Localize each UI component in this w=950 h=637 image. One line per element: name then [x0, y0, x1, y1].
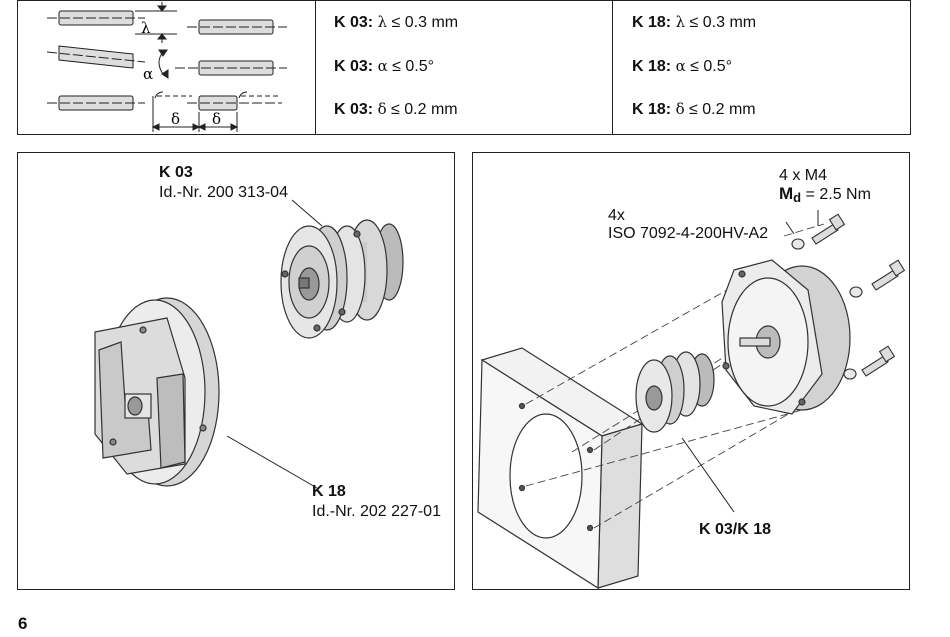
k03-coupling-image [280, 219, 404, 339]
radial-offset-diagram [47, 2, 287, 43]
page-number: 6 [18, 614, 28, 633]
alpha-symbol: α [143, 65, 153, 83]
k03-leader-line [291, 199, 323, 227]
coupling-leader-line [681, 437, 735, 513]
mounting-plate-image [477, 347, 644, 590]
right-panel [472, 152, 910, 590]
washer-specification: ISO 7092-4-200HV-A2 [608, 225, 769, 242]
k03-id-number: Id.-Nr. 200 313-04 [159, 184, 288, 201]
k18-id-number: Id.-Nr. 202 227-01 [312, 503, 441, 520]
angular-offset-diagram [46, 45, 287, 79]
k18-adapter-image [94, 297, 220, 487]
table-divider-2 [612, 0, 613, 135]
delta-symbol-2: δ [212, 110, 221, 128]
screw-icon [811, 213, 906, 377]
lambda-symbol: λ [141, 19, 151, 37]
delta-symbol-1: δ [171, 110, 180, 128]
k18-alpha-spec: K 18: α ≤ 0.5° [632, 57, 733, 75]
k03-lambda-spec: K 03: λ ≤ 0.3 mm [334, 13, 459, 31]
k18-delta-spec: K 18: δ ≤ 0.2 mm [632, 100, 756, 118]
tightening-torque: Md = 2.5 Nm [779, 184, 871, 205]
k18-title: K 18 [312, 483, 346, 500]
tolerance-table [17, 0, 911, 135]
k18-name: K 18 [632, 14, 666, 31]
right-panel-illustration [477, 210, 906, 590]
k03-alpha-spec: K 03: α ≤ 0.5° [334, 57, 435, 75]
k03-k18-coupling-image [635, 351, 715, 433]
misalignment-diagram: λ α δ δ [46, 2, 287, 132]
washer-icon [791, 238, 863, 380]
k03-title: K 03 [159, 164, 193, 181]
encoder-image [721, 259, 851, 415]
table-divider-1 [315, 0, 316, 135]
washer-quantity: 4x [608, 207, 625, 224]
coupling-label: K 03/K 18 [699, 521, 772, 538]
k18-leader-line [226, 435, 318, 489]
left-panel-illustration [94, 199, 404, 489]
left-panel [17, 152, 455, 590]
axial-offset-diagram [47, 91, 282, 132]
k03-name: K 03 [334, 14, 368, 31]
washer-leader-line [785, 221, 795, 235]
screws-quantity: 4 x M4 [779, 167, 828, 184]
k03-delta-spec: K 03: δ ≤ 0.2 mm [334, 100, 458, 118]
k18-lambda-spec: K 18: λ ≤ 0.3 mm [632, 13, 757, 31]
